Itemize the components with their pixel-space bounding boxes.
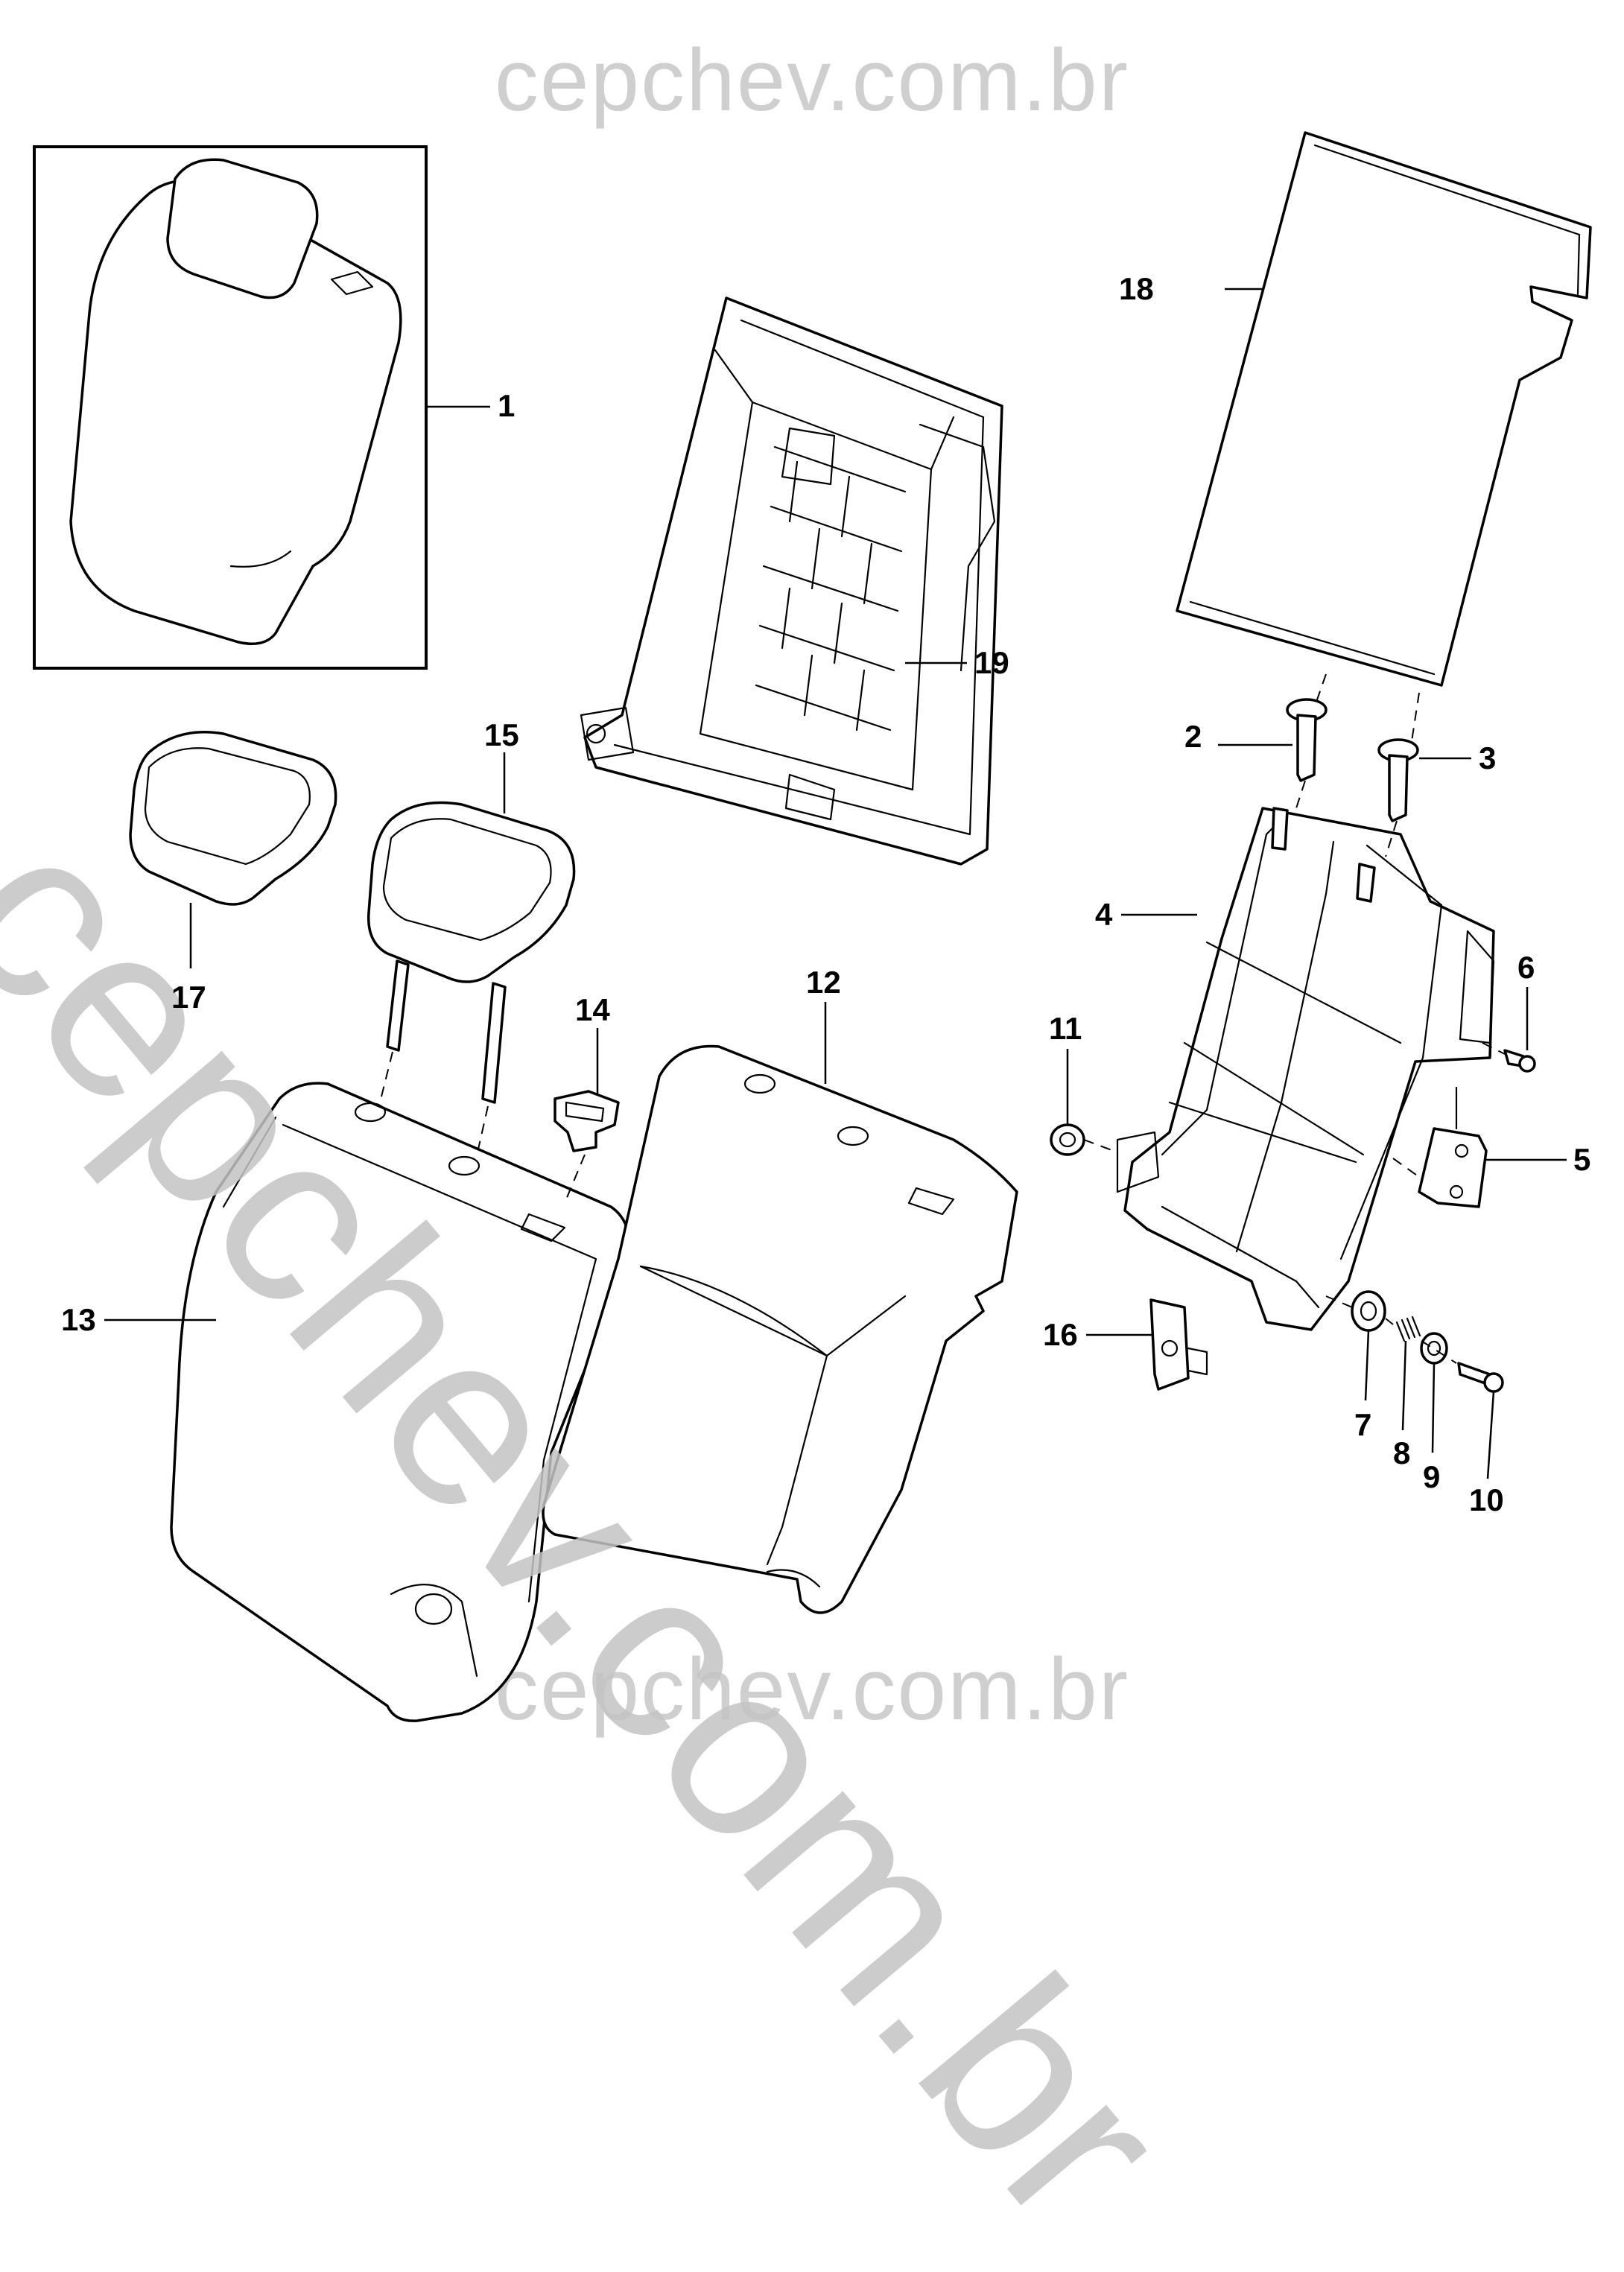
inset-box [33,145,428,670]
callout-2: 2 [1184,719,1202,754]
headrest-15 [367,801,576,1163]
bolts-2-3 [1286,673,1420,857]
seat-back-cushion-13 [170,1082,632,1722]
leader-lines [104,288,1567,1479]
headrest-17 [129,731,337,906]
callout-1: 1 [498,388,516,423]
callout-19: 19 [974,645,1009,680]
inner-frame-4 [1116,807,1495,1331]
callout-4: 4 [1095,897,1113,932]
callout-14: 14 [575,992,610,1027]
callout-7: 7 [1354,1407,1372,1442]
callout-10: 10 [1469,1482,1504,1517]
seat-back-cover-inset [69,179,402,645]
headrest-guide-14 [554,1090,620,1200]
callout-15: 15 [484,717,519,752]
watermark-top: cepchev.com.br [494,31,1130,130]
callout-13: 13 [61,1302,96,1337]
callout-12: 12 [806,965,841,1000]
callout-17: 17 [171,980,206,1015]
callout-18: 18 [1119,271,1154,306]
parts-drawing [33,131,1592,1722]
callout-3: 3 [1479,740,1497,775]
callout-16: 16 [1043,1317,1078,1352]
small-hardware [1050,1042,1536,1393]
inset-headrest [166,158,319,299]
callout-6: 6 [1517,950,1535,985]
callout-8: 8 [1393,1435,1411,1470]
rear-panel [1176,131,1592,687]
seat-back-cushion-12 [542,1044,1018,1614]
callout-5: 5 [1573,1142,1591,1177]
watermark-bottom: cepchev.com.br [494,1640,1130,1739]
callout-11: 11 [1049,1011,1082,1046]
callout-9: 9 [1423,1459,1441,1494]
exploded-parts-diagram: cepchev.com.br cepchev.com.br [0,31,1592,2272]
seat-back-frame [580,296,1003,866]
